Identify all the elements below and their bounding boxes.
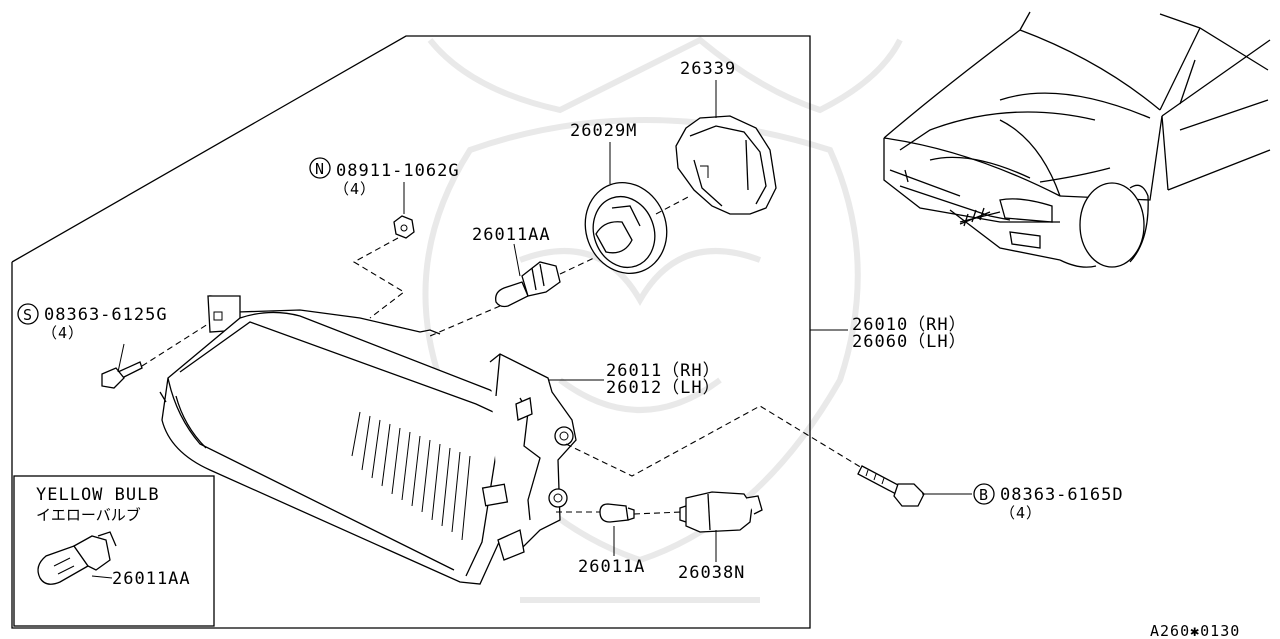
label-assembly-lh: 26060（LH） <box>852 332 967 352</box>
label-nut-qty: （4） <box>334 180 376 198</box>
screw-symbol-circle <box>17 303 39 325</box>
label-screw-qty: （4） <box>42 324 84 342</box>
bolt-symbol-circle <box>973 483 995 505</box>
label-nut-part: 08911-1062G <box>336 161 460 181</box>
label-bolt-qty: （4） <box>1000 504 1042 522</box>
label-housing-lh: 26012（LH） <box>606 378 721 398</box>
small-bulb <box>599 503 635 523</box>
label-assembly-rh: 26010（RH） <box>852 315 967 335</box>
label-screw-part: 08363-6125G <box>44 305 168 325</box>
car-illustration <box>883 11 1271 268</box>
label-26011aa: 26011AA <box>472 225 551 245</box>
assembly-frame <box>11 35 811 629</box>
small-socket <box>679 491 763 533</box>
label-26038n: 26038N <box>678 563 745 583</box>
socket-cover <box>584 182 668 274</box>
dashed-assembly-lines <box>141 195 863 515</box>
bolt-symbol: B <box>979 486 989 504</box>
nut-symbol: N <box>315 160 325 178</box>
inset-title-en: YELLOW BULB <box>36 485 160 505</box>
bulb-retainer-ring <box>675 115 777 215</box>
diagram-code: A260✱0130 <box>1150 622 1240 639</box>
screw-symbol: S <box>23 306 33 324</box>
nut-symbol-circle <box>309 157 331 179</box>
label-26011a: 26011A <box>578 557 645 577</box>
label-housing-rh: 26011（RH） <box>606 361 721 381</box>
inset-box <box>13 475 215 627</box>
part-labels: 26339 26029M 08911-1062G （4） 26011AA 083… <box>36 59 1240 639</box>
nut <box>393 215 415 239</box>
label-26339: 26339 <box>680 59 736 79</box>
label-26029m: 26029M <box>570 121 637 141</box>
inset-part-label: 26011AA <box>112 569 191 589</box>
main-bulb <box>495 261 561 308</box>
leader-lines <box>91 80 972 579</box>
inset-title-jp: イエローバルブ <box>36 506 141 524</box>
bolt <box>857 465 925 507</box>
headlamp-housing <box>159 295 577 585</box>
symbol-circles: N S B <box>17 157 995 505</box>
label-bolt-part: 08363-6165D <box>1000 485 1124 505</box>
lens-fluting <box>351 411 471 541</box>
screw <box>101 361 143 389</box>
